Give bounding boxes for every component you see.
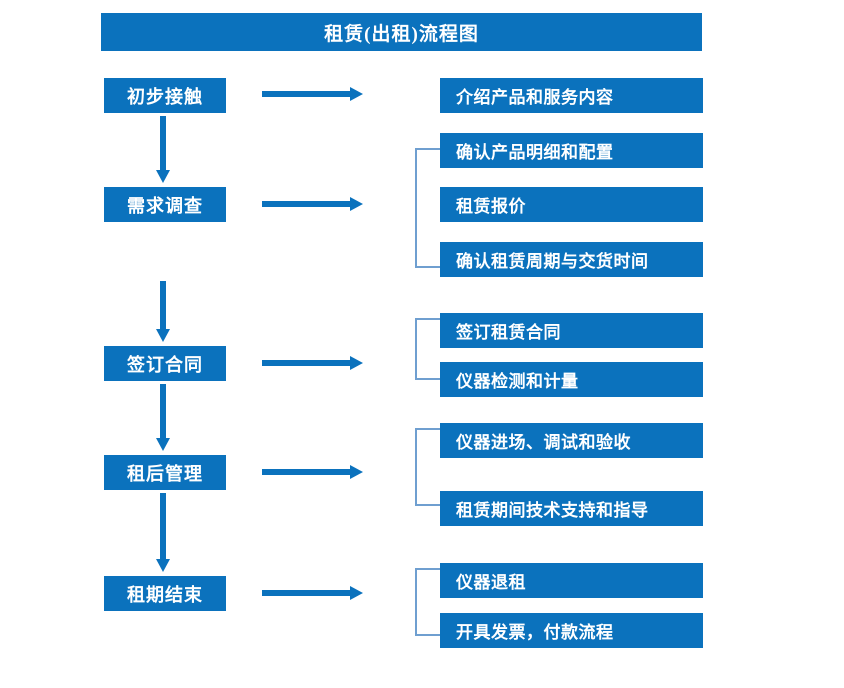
down-arrow-icon-4 <box>155 493 171 573</box>
right-arrow-icon-2 <box>262 196 364 212</box>
task-box-invoice-payment[interactable]: 开具发票，付款流程 <box>440 613 703 648</box>
task-box-confirm-rental-period[interactable]: 确认租赁周期与交货时间 <box>440 242 703 277</box>
right-arrow-icon-4 <box>262 464 364 480</box>
down-arrow-icon-1 <box>155 116 171 184</box>
stage-box-post-rental-management[interactable]: 租后管理 <box>104 455 226 490</box>
task-box-instrument-entry-commissioning[interactable]: 仪器进场、调试和验收 <box>440 423 703 458</box>
stage-box-sign-contract[interactable]: 签订合同 <box>104 346 226 381</box>
group-bracket-sign-contract <box>414 318 440 380</box>
task-box-sign-rental-contract[interactable]: 签订租赁合同 <box>440 313 703 348</box>
task-box-introduce-products[interactable]: 介绍产品和服务内容 <box>440 78 703 113</box>
right-arrow-icon-3 <box>262 355 364 371</box>
down-arrow-icon-3 <box>155 384 171 452</box>
task-box-instrument-inspection[interactable]: 仪器检测和计量 <box>440 362 703 397</box>
page-title: 租赁(出租)流程图 <box>101 13 702 51</box>
task-box-confirm-product-details[interactable]: 确认产品明细和配置 <box>440 133 703 168</box>
task-box-technical-support[interactable]: 租赁期间技术支持和指导 <box>440 491 703 526</box>
right-arrow-icon-5 <box>262 585 364 601</box>
stage-box-needs-survey[interactable]: 需求调查 <box>104 187 226 222</box>
task-box-instrument-return[interactable]: 仪器退租 <box>440 563 703 598</box>
down-arrow-icon-2 <box>155 281 171 343</box>
group-bracket-rental-end <box>414 568 440 636</box>
task-box-rental-quotation[interactable]: 租赁报价 <box>440 187 703 222</box>
group-bracket-post-rental-management <box>414 428 440 506</box>
right-arrow-icon-1 <box>262 86 364 102</box>
stage-box-rental-end[interactable]: 租期结束 <box>104 576 226 611</box>
group-bracket-needs-survey <box>414 148 440 268</box>
stage-box-initial-contact[interactable]: 初步接触 <box>104 78 226 113</box>
